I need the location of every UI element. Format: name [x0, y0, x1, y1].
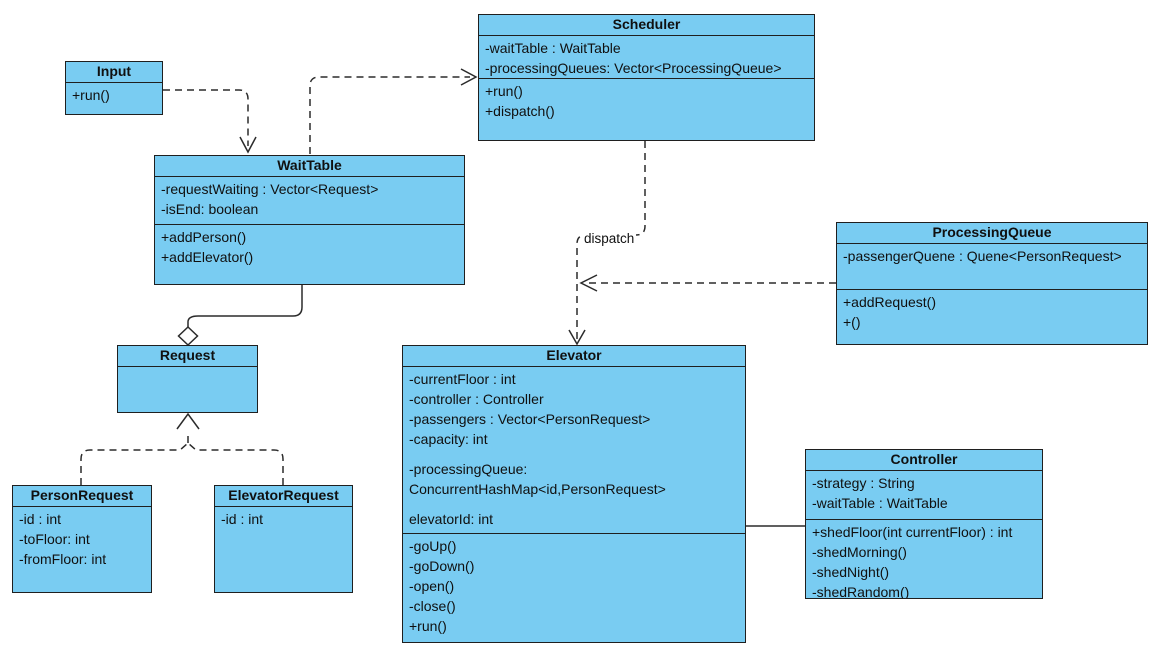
- member-line: +shedFloor(int currentFloor) : int: [812, 524, 1013, 540]
- member-line: +addRequest(): [843, 294, 937, 310]
- edge-personrequest-request[interactable]: [80, 442, 189, 485]
- edge-waittable-scheduler[interactable]: [309, 76, 470, 154]
- class-request[interactable]: Request: [117, 345, 258, 413]
- member-line: -goUp(): [409, 538, 457, 554]
- member-line: +run(): [409, 618, 447, 634]
- attributes-compartment: -passengerQuene : Quene<PersonRequest>: [837, 244, 1147, 289]
- methods-compartment: +addRequest() +(): [837, 289, 1147, 344]
- methods-compartment: +run(): [66, 83, 162, 114]
- member-line: -waitTable : WaitTable: [485, 40, 621, 56]
- methods-compartment: +shedFloor(int currentFloor) : int -shedM…: [806, 519, 1042, 598]
- member-line: +addElevator(): [161, 249, 254, 265]
- class-title-elevatorrequest: ElevatorRequest: [215, 486, 352, 507]
- open-arrowhead-right-icon: [460, 68, 478, 86]
- member-line: -requestWaiting : Vector<Request>: [161, 181, 379, 197]
- member-line: -close(): [409, 598, 456, 614]
- member-line: [409, 499, 741, 509]
- edge-input-waittable[interactable]: [163, 89, 249, 146]
- class-title-waittable: WaitTable: [155, 156, 464, 177]
- class-title-personrequest: PersonRequest: [13, 486, 151, 507]
- attributes-compartment: -id : int: [215, 507, 352, 592]
- member-line: +(): [843, 314, 861, 330]
- member-line: +run(): [72, 87, 110, 103]
- member-line: -capacity: int: [409, 431, 488, 447]
- member-line: ConcurrentHashMap<id,PersonRequest>: [409, 481, 666, 497]
- member-line: -shedRandom(): [812, 584, 910, 598]
- class-personrequest[interactable]: PersonRequest -id : int -toFloor: int -fro…: [12, 485, 152, 593]
- methods-compartment: +run() +dispatch(): [479, 78, 814, 140]
- member-line: -passengers : Vector<PersonRequest>: [409, 411, 651, 427]
- member-line: -fromFloor: int: [19, 551, 107, 567]
- member-line: -controller : Controller: [409, 391, 544, 407]
- open-arrowhead-left-icon: [579, 274, 598, 292]
- open-arrowhead-down-icon: [239, 136, 257, 154]
- member-line: -passengerQuene : Quene<PersonRequest>: [843, 248, 1122, 264]
- open-arrowhead-down-icon: [568, 329, 586, 346]
- member-line: [409, 449, 741, 459]
- class-elevator[interactable]: Elevator -currentFloor : int -controller …: [402, 345, 746, 643]
- class-processingqueue[interactable]: ProcessingQueue -passengerQuene : Quene<…: [836, 222, 1148, 345]
- member-line: -strategy : String: [812, 475, 915, 491]
- class-title-request: Request: [118, 346, 257, 367]
- member-line: -currentFloor : int: [409, 371, 516, 387]
- class-scheduler[interactable]: Scheduler -waitTable : WaitTable -process…: [478, 14, 815, 141]
- aggregation-diamond-icon: [177, 325, 199, 347]
- member-line: elevatorId: int: [409, 511, 494, 527]
- member-line: -id : int: [221, 511, 264, 527]
- class-title-processingqueue: ProcessingQueue: [837, 223, 1147, 244]
- methods-compartment: -goUp() -goDown() -open() -close() +run(): [403, 533, 745, 642]
- attributes-compartment: -requestWaiting : Vector<Request> -isEnd:…: [155, 177, 464, 224]
- edge-label-dispatch: dispatch: [582, 231, 637, 246]
- methods-compartment: +addPerson() +addElevator(): [155, 224, 464, 284]
- class-waittable[interactable]: WaitTable -requestWaiting : Vector<Reque…: [154, 155, 465, 285]
- edge-elevatorrequest-request[interactable]: [187, 442, 284, 485]
- member-line: -open(): [409, 578, 455, 594]
- member-line: -isEnd: boolean: [161, 201, 259, 217]
- class-input[interactable]: Input +run(): [65, 61, 163, 115]
- class-title-input: Input: [66, 62, 162, 83]
- member-line: -goDown(): [409, 558, 475, 574]
- member-line: +dispatch(): [485, 103, 555, 119]
- member-line: -shedNight(): [812, 564, 890, 580]
- member-line: -waitTable : WaitTable: [812, 495, 948, 511]
- member-line: -shedMorning(): [812, 544, 907, 560]
- class-title-scheduler: Scheduler: [479, 15, 814, 36]
- member-line: +addPerson(): [161, 229, 247, 245]
- open-arrowhead-up-icon: [176, 412, 200, 430]
- class-controller[interactable]: Controller -strategy : String -waitTable …: [805, 449, 1043, 599]
- class-title-controller: Controller: [806, 450, 1042, 471]
- member-line: -toFloor: int: [19, 531, 90, 547]
- attributes-compartment: -waitTable : WaitTable -processingQueues:…: [479, 36, 814, 78]
- member-line: -id : int: [19, 511, 62, 527]
- member-line: -processingQueue:: [409, 461, 528, 477]
- attributes-compartment: -strategy : String -waitTable : WaitTable: [806, 471, 1042, 519]
- edge-waittable-request[interactable]: [187, 285, 303, 327]
- class-title-elevator: Elevator: [403, 346, 745, 367]
- member-line: -processingQueues: Vector<ProcessingQueu…: [485, 60, 782, 76]
- attributes-compartment: -currentFloor : int -controller : Control…: [403, 367, 745, 533]
- member-line: +run(): [485, 83, 523, 99]
- attributes-compartment: [118, 367, 257, 412]
- attributes-compartment: -id : int -toFloor: int -fromFloor: int: [13, 507, 151, 592]
- class-elevatorrequest[interactable]: ElevatorRequest -id : int: [214, 485, 353, 593]
